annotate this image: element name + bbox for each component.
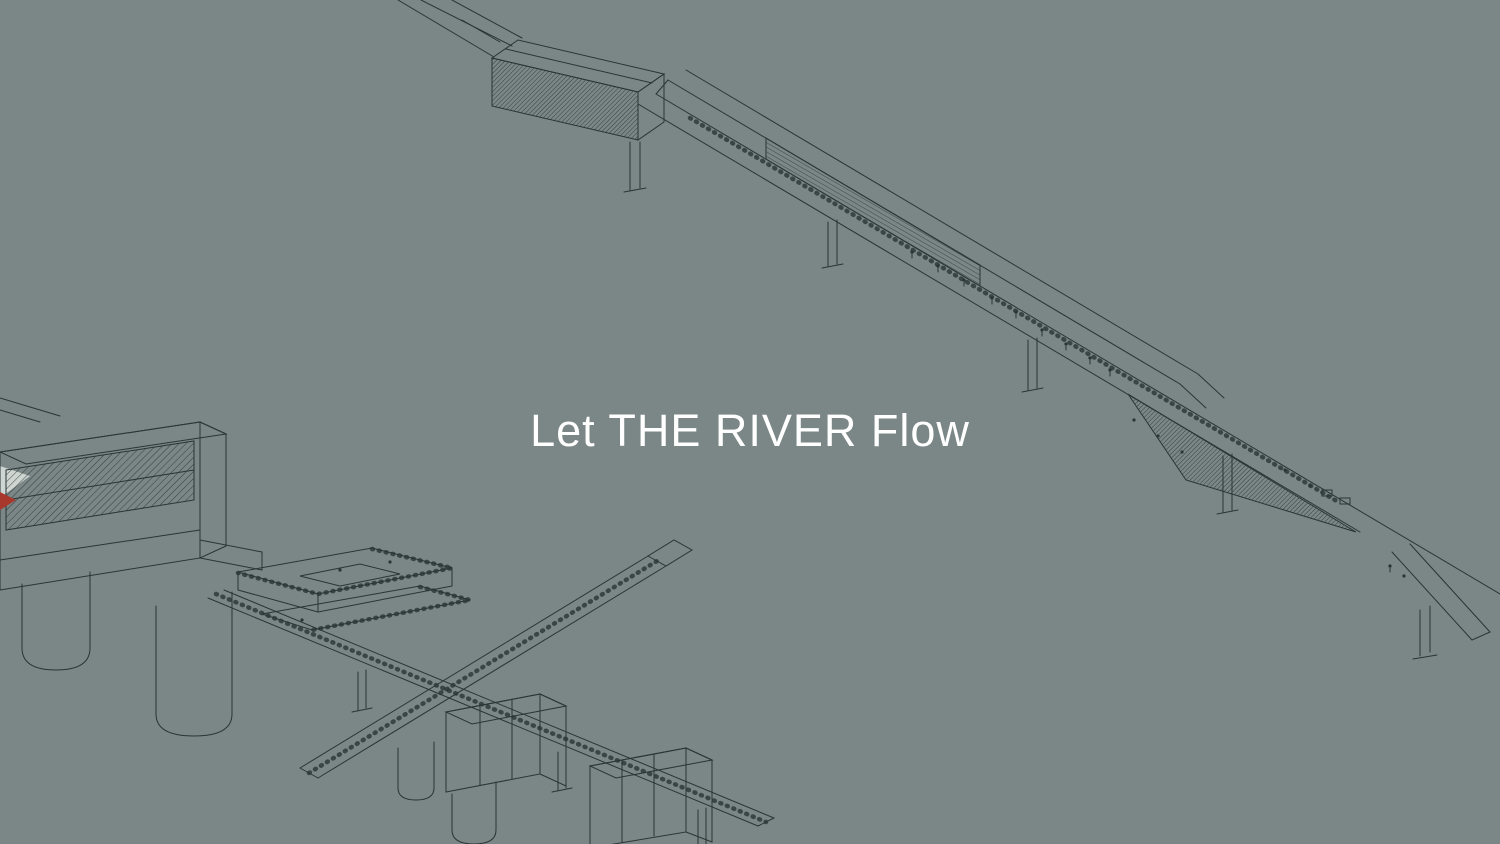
red-accent-marker [0,492,16,510]
shed-piers [397,741,497,844]
figure-stems [911,253,1391,573]
shed-building-left [444,693,568,793]
end-ramp [1391,543,1491,641]
deck-furniture [1321,489,1351,505]
platform-railing [235,546,453,597]
connector-walkway [199,539,263,571]
walkway-down-right [207,589,775,844]
platform-figures [300,560,392,622]
walkway-railing [213,591,769,825]
bridge-piers [623,141,1438,660]
building-piers [21,571,233,737]
deck-railing [687,115,1343,506]
main-deck [637,93,1500,595]
walkway-railing [306,558,660,776]
secondary-ramp-strand [655,69,1225,409]
shed-building-bottom [588,747,714,844]
upper-approach-ramp [397,0,523,58]
slide-title: Let THE RIVER Flow [530,405,970,456]
platform-railing [309,584,471,633]
upper-station-building [490,39,666,141]
lower-station-drawing [0,397,775,844]
figures-and-trees [910,250,1406,578]
walkway-up-right [299,539,693,779]
truss-hatch-band [765,137,981,287]
upper-bridge-drawing [397,0,1500,660]
lower-approach-lines [0,397,61,423]
